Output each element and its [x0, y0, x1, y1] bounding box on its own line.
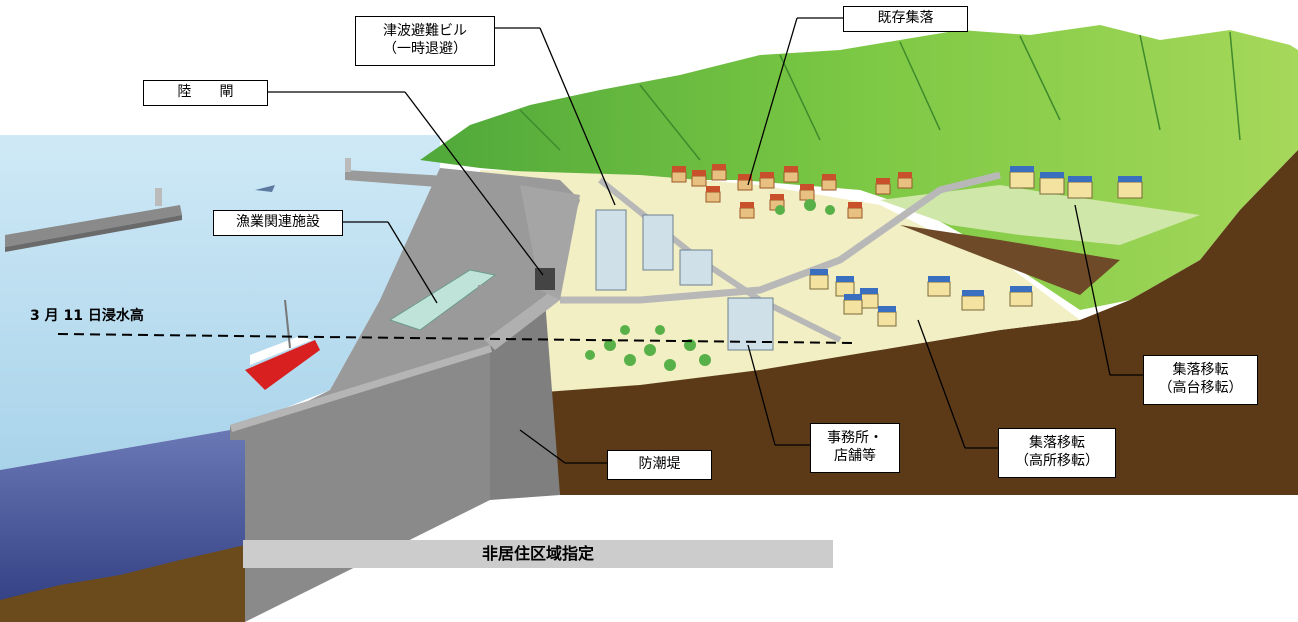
label-inundation-height: 3 月 11 日浸水高: [30, 308, 144, 324]
label-office-shops-line1: 事務所・: [827, 430, 883, 446]
label-relocation-high-line2: （高台移転）: [1158, 380, 1243, 396]
relocated-houses-elevated: [809, 274, 1033, 327]
upper-terrace: [880, 185, 1200, 245]
label-tsunami-building: 津波避難ビル （一時退避）: [355, 16, 495, 66]
label-office-shops-line2: 店舗等: [834, 448, 876, 464]
leader-lines: [268, 17, 1143, 464]
quay: [230, 168, 580, 440]
seabed: [0, 545, 245, 622]
label-fishery-facilities: 漁業関連施設: [213, 210, 343, 236]
label-relocation-elevated-line1: 集落移転: [1029, 435, 1085, 451]
label-land-gate-text: 陸 閘: [177, 84, 234, 100]
fishery-building: [388, 269, 497, 331]
non-residential-zone-text: 非居住区域指定: [481, 544, 594, 563]
label-seawall: 防潮堤: [607, 450, 712, 480]
label-relocation-high: 集落移転 （高台移転）: [1143, 355, 1258, 405]
label-office-shops: 事務所・ 店舗等: [810, 423, 900, 473]
label-existing-village-text: 既存集落: [877, 10, 934, 26]
non-residential-zone-banner: 非居住区域指定: [243, 540, 833, 568]
label-relocation-elevated: 集落移転 （高所移転）: [998, 428, 1116, 478]
tsunami-building: [595, 209, 627, 291]
label-fishery-facilities-text: 漁業関連施設: [236, 214, 320, 230]
label-seawall-text: 防潮堤: [638, 456, 681, 472]
breakwater-left: [5, 205, 182, 247]
label-tsunami-building-line2: （一時退避）: [383, 41, 467, 57]
seawall-front: [490, 300, 560, 500]
soil-cross-section: [545, 150, 1298, 495]
label-relocation-high-line1: 集落移転: [1172, 362, 1229, 378]
label-land-gate: 陸 閘: [143, 80, 268, 106]
label-existing-village: 既存集落: [843, 6, 968, 32]
label-tsunami-building-line1: 津波避難ビル: [383, 23, 467, 39]
label-relocation-elevated-line2: （高所移転）: [1015, 453, 1099, 469]
seawall-top: [485, 292, 560, 350]
inundation-line: [57, 333, 856, 344]
land-gate-structure: [535, 268, 555, 290]
boat: [245, 340, 320, 390]
